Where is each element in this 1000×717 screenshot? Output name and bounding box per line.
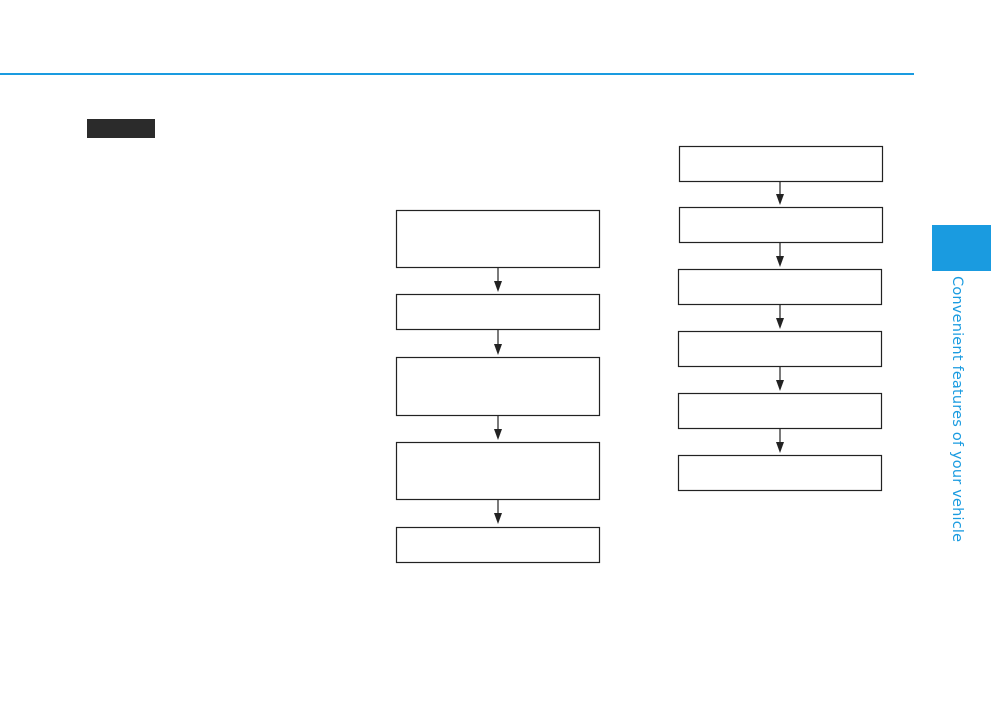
right-step-3-box (677, 268, 883, 306)
header-rule (0, 73, 914, 75)
right-step-6-box (677, 454, 883, 492)
right-step-5-box (677, 392, 883, 430)
right-arrowhead-5 (776, 442, 784, 453)
right-arrowhead-2 (776, 256, 784, 267)
left-arrowhead-4 (494, 513, 502, 524)
left-arrowhead-2 (494, 344, 502, 355)
right-arrowhead-3 (776, 318, 784, 329)
left-step-5-box (395, 526, 601, 564)
right-step-2-box (678, 206, 884, 244)
section-tag (87, 119, 155, 138)
left-step-3-box (395, 356, 601, 417)
right-arrowhead-1 (776, 194, 784, 205)
chapter-tab (932, 225, 991, 271)
right-step-4-box (677, 330, 883, 368)
right-arrowhead-4 (776, 380, 784, 391)
chapter-label: Convenient features of your vehicle (949, 276, 965, 543)
left-step-1-box (395, 209, 601, 269)
left-arrowhead-3 (494, 429, 502, 440)
right-step-1-box (678, 145, 884, 183)
left-arrowhead-1 (494, 281, 502, 292)
left-step-4-box (395, 441, 601, 501)
left-step-2-box (395, 293, 601, 331)
